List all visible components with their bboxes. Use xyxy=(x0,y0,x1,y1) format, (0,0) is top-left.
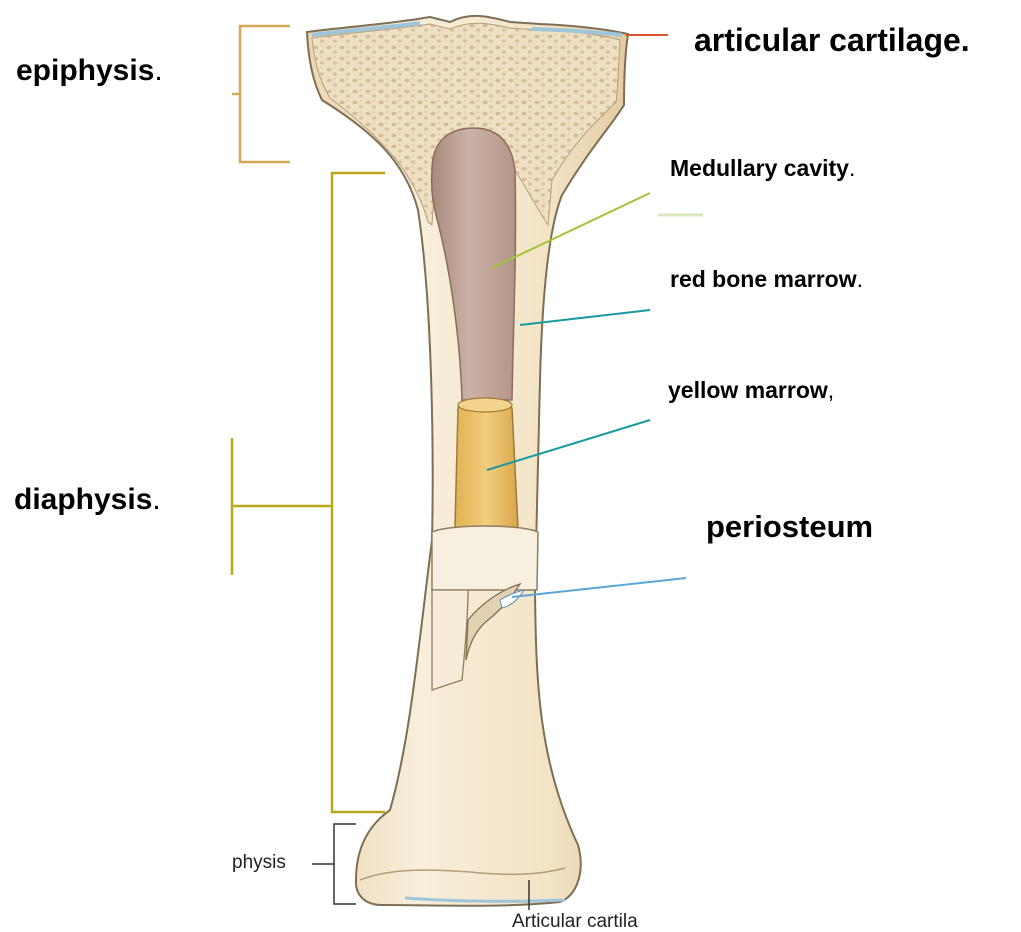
label-articular-cartilage: articular cartilage. xyxy=(694,24,970,56)
label-medullary-cavity: Medullary cavity. xyxy=(670,157,855,180)
lower-epiphysis-bracket xyxy=(312,824,356,904)
label-yellow-marrow: yellow marrow, xyxy=(668,379,834,402)
cut-compact-bone xyxy=(432,526,538,590)
label-periosteum: periosteum xyxy=(706,511,873,542)
diaphysis-bracket xyxy=(232,173,385,812)
label-epiphysis-partial: physis xyxy=(232,853,286,872)
label-epiphysis: epiphysis. xyxy=(16,56,163,86)
epiphysis-bracket xyxy=(232,26,290,162)
label-articular-cartilage-partial: Articular cartila xyxy=(512,912,638,931)
leader-periosteum xyxy=(512,578,686,597)
label-red-bone-marrow: red bone marrow. xyxy=(670,268,863,291)
label-diaphysis: diaphysis. xyxy=(14,485,161,515)
periosteum-flap xyxy=(432,590,468,690)
